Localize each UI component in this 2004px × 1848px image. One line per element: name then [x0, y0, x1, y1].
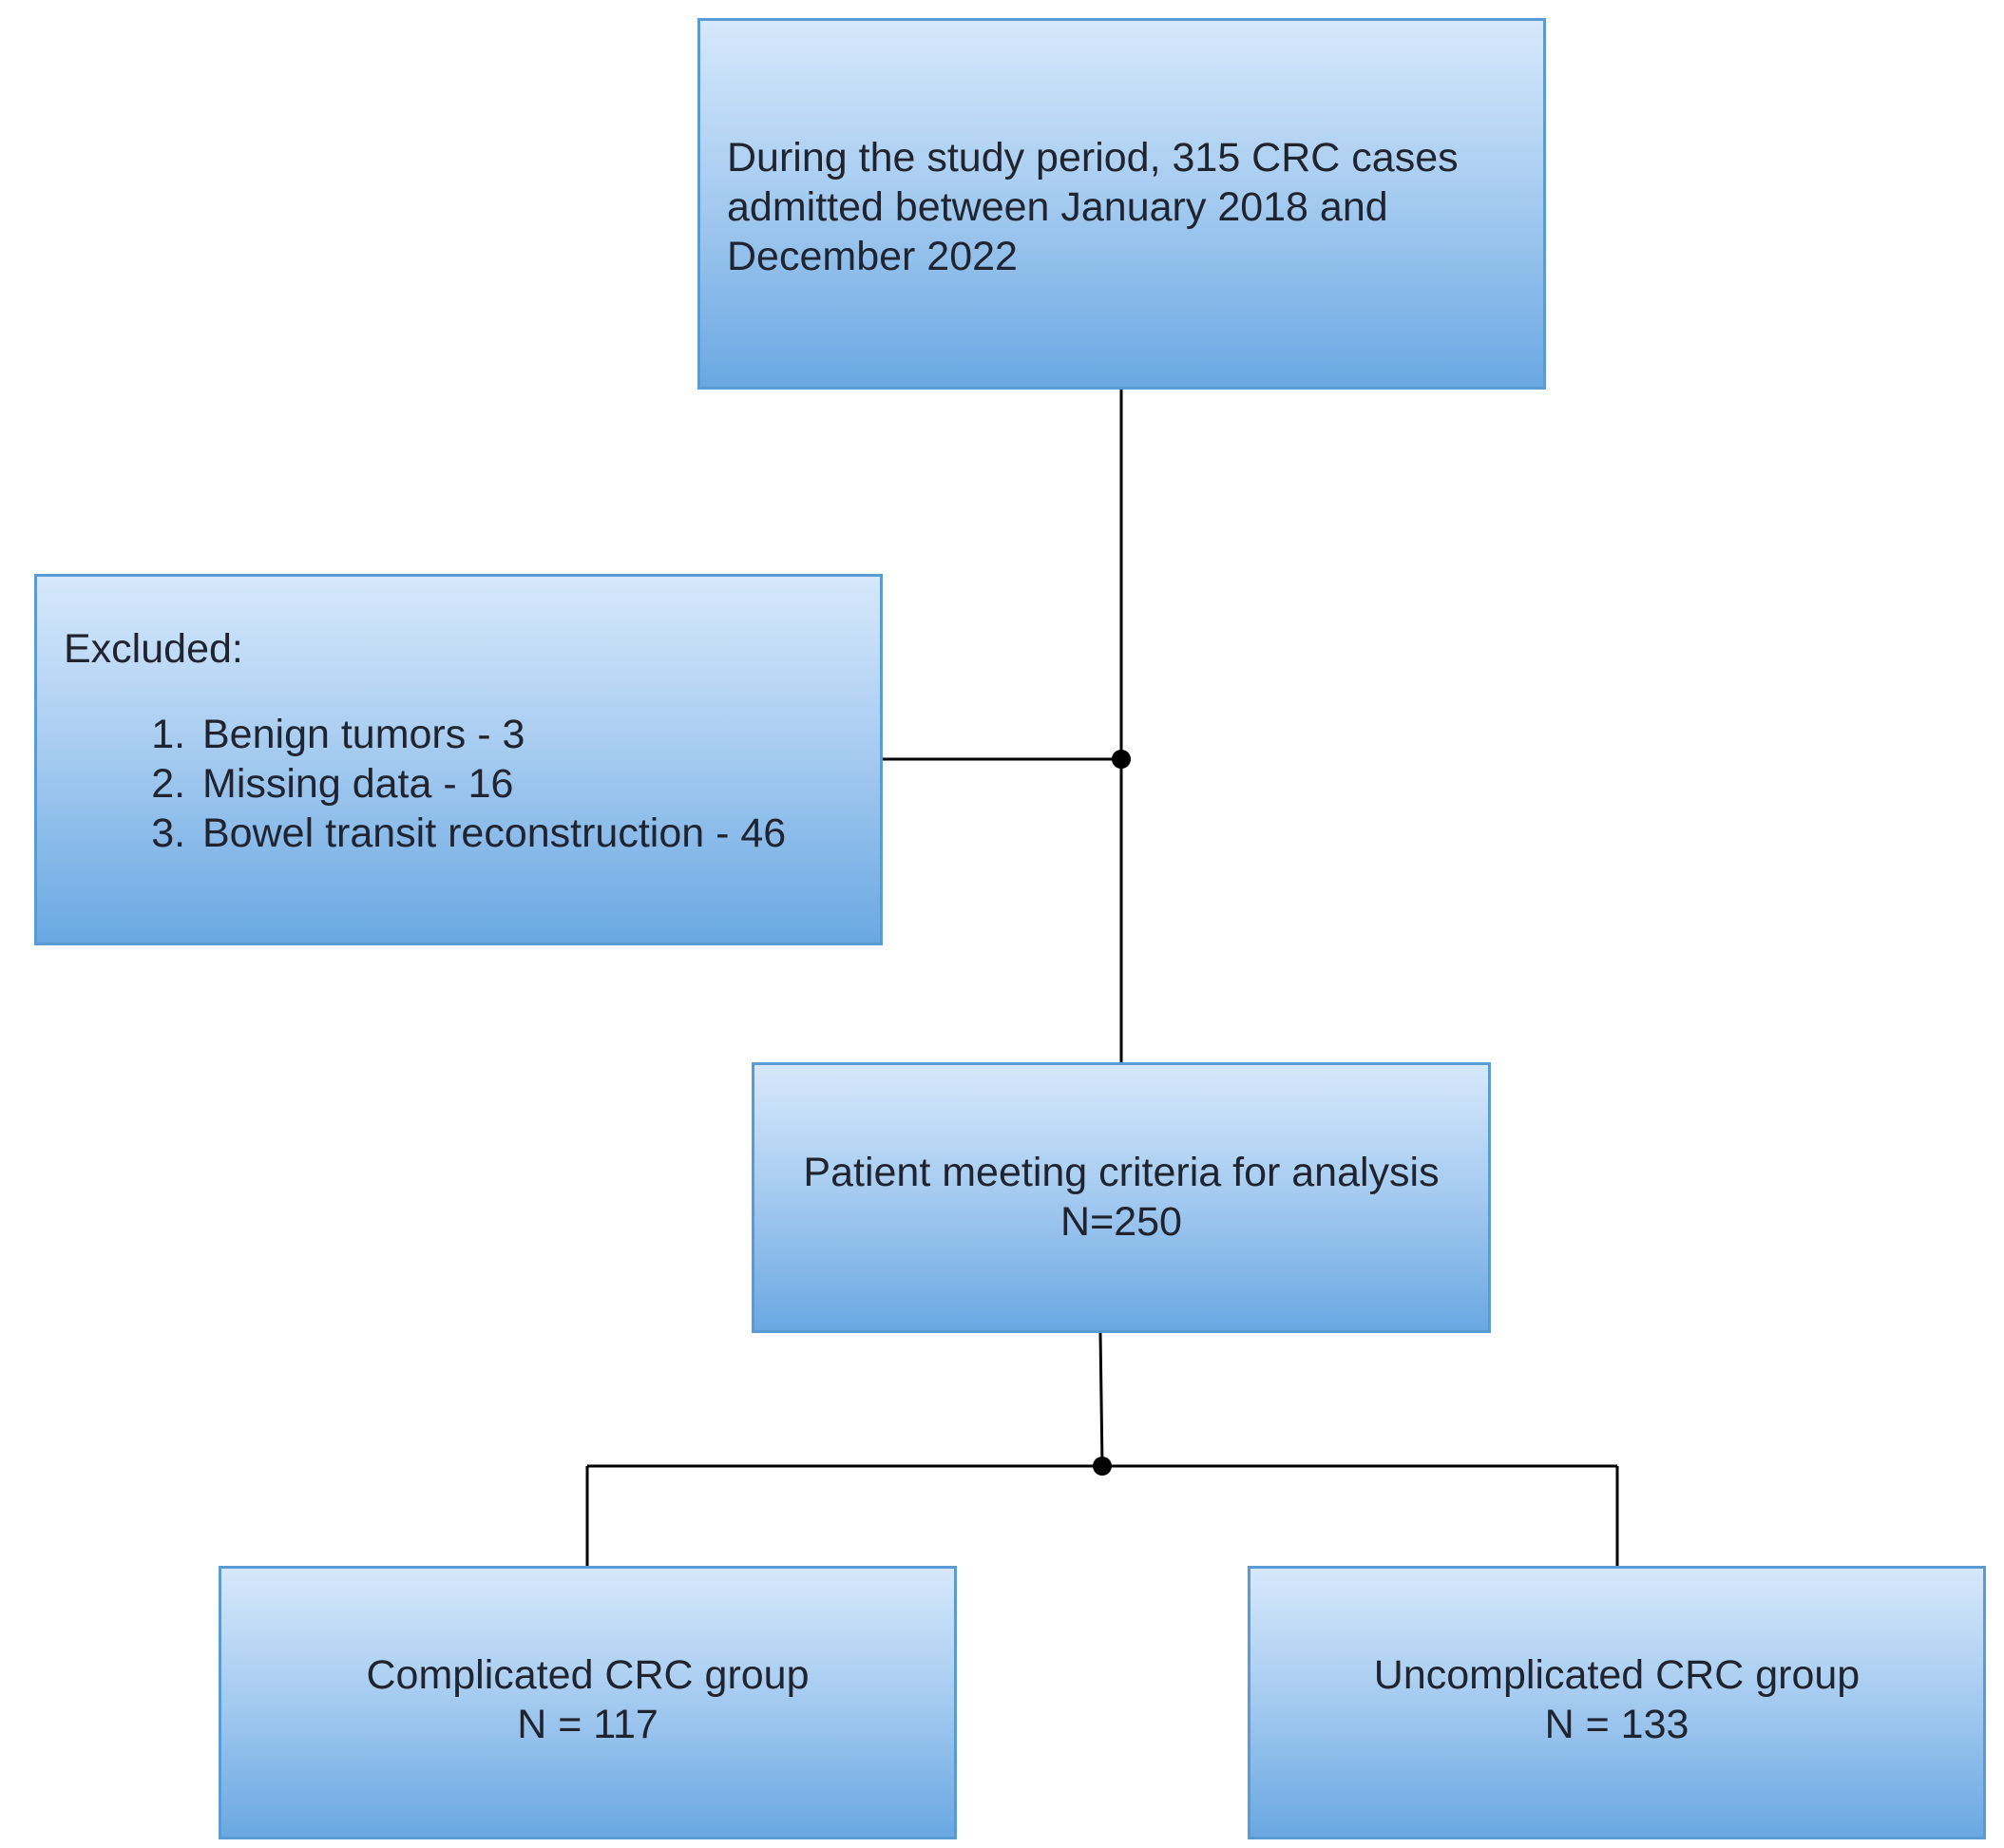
excluded-box: Excluded: Benign tumors - 3 Missing data…: [34, 574, 883, 945]
junction-dot-excluded: [1112, 750, 1131, 769]
source-cohort-text: During the study period, 315 CRC cases a…: [727, 135, 1459, 279]
excluded-item-reconstruction: Bowel transit reconstruction - 46: [197, 809, 861, 858]
excluded-list: Benign tumors - 3 Missing data - 16 Bowe…: [64, 710, 861, 858]
excluded-title: Excluded:: [64, 626, 243, 672]
analysis-count: N=250: [1060, 1199, 1182, 1245]
analysis-label: Patient meeting criteria for analysis: [803, 1150, 1440, 1195]
analysis-box: Patient meeting criteria for analysis N=…: [752, 1062, 1491, 1333]
source-cohort-box: During the study period, 315 CRC cases a…: [697, 18, 1546, 390]
uncomplicated-group-box: Uncomplicated CRC group N = 133: [1248, 1566, 1986, 1839]
excluded-item-missing: Missing data - 16: [197, 759, 861, 809]
uncomplicated-group-label: Uncomplicated CRC group: [1373, 1652, 1861, 1698]
uncomplicated-group-count: N = 133: [1544, 1702, 1689, 1747]
connector-analysis-to-split: [1098, 1332, 1104, 1467]
junction-dot-split: [1093, 1457, 1112, 1476]
complicated-group-box: Complicated CRC group N = 117: [219, 1566, 957, 1839]
complicated-group-count: N = 117: [517, 1702, 658, 1747]
excluded-item-benign: Benign tumors - 3: [197, 710, 861, 759]
complicated-group-label: Complicated CRC group: [366, 1652, 810, 1698]
